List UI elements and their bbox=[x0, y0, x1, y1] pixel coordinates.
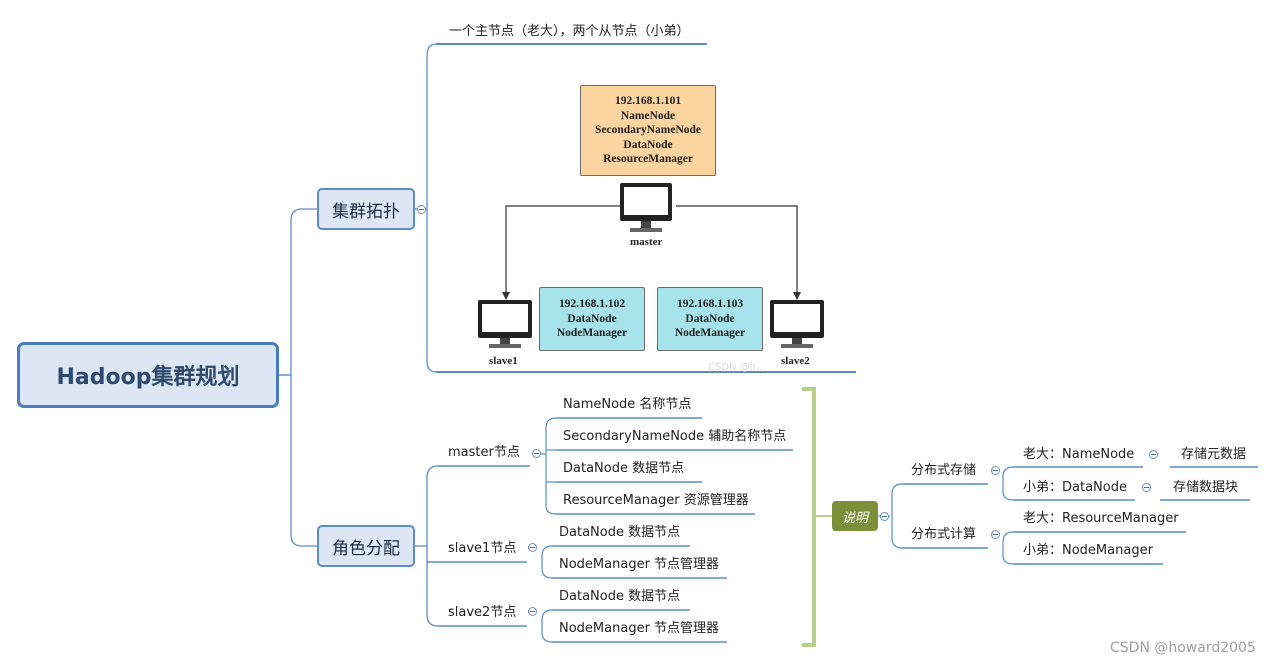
collapse-icon[interactable] bbox=[528, 543, 537, 552]
monitor-icon bbox=[478, 300, 532, 348]
compute-boss-label[interactable]: 老大：ResourceManager bbox=[1023, 511, 1179, 526]
slave2-ip: 192.168.1.103 bbox=[676, 298, 744, 311]
master-name: master bbox=[630, 236, 663, 248]
monitor-icon bbox=[770, 300, 824, 348]
topology-caption: 一个主节点（老大），两个从节点（小弟） bbox=[449, 24, 690, 39]
collapse-icon[interactable] bbox=[417, 205, 426, 214]
branch-roles-label: 角色分配 bbox=[332, 538, 400, 559]
storage-worker-label[interactable]: 小弟：DataNode bbox=[1023, 480, 1127, 495]
slave1-role-2: NodeManager bbox=[556, 327, 628, 340]
master-item-secondarynamenode[interactable]: SecondaryNameNode 辅助名称节点 bbox=[563, 429, 787, 444]
note-label: 说明 bbox=[841, 510, 868, 526]
slave1-role-1: DataNode bbox=[567, 312, 617, 325]
storage-worker-detail[interactable]: 存储数据块 bbox=[1173, 480, 1239, 495]
collapse-icon[interactable] bbox=[1149, 450, 1158, 459]
branch-roles[interactable]: 角色分配 bbox=[317, 525, 415, 567]
slave1-node-box: 192.168.1.102 DataNode NodeManager bbox=[539, 287, 645, 351]
collapse-icon[interactable] bbox=[880, 512, 889, 521]
root-topic[interactable]: Hadoop集群规划 bbox=[17, 342, 279, 408]
slave1-ip: 192.168.1.102 bbox=[558, 298, 626, 311]
compute-worker-label[interactable]: 小弟：NodeManager bbox=[1023, 543, 1153, 558]
collapse-icon[interactable] bbox=[528, 607, 537, 616]
note-callout[interactable]: 说明 bbox=[832, 501, 878, 531]
slave1-item-datanode[interactable]: DataNode 数据节点 bbox=[559, 525, 681, 540]
branch-topology[interactable]: 集群拓扑 bbox=[317, 188, 415, 230]
group-slave2-label[interactable]: slave2节点 bbox=[448, 605, 517, 620]
monitor-icon bbox=[620, 183, 672, 232]
master-item-datanode[interactable]: DataNode 数据节点 bbox=[563, 461, 685, 476]
slave1-name: slave1 bbox=[489, 355, 518, 367]
master-item-resourcemanager[interactable]: ResourceManager 资源管理器 bbox=[563, 493, 749, 508]
root-label: Hadoop集群规划 bbox=[56, 365, 240, 390]
branch-topology-label: 集群拓扑 bbox=[332, 201, 400, 222]
collapse-icon[interactable] bbox=[532, 449, 541, 458]
group-master-label[interactable]: master节点 bbox=[448, 445, 520, 460]
collapse-icon[interactable] bbox=[991, 466, 1000, 475]
slave1-item-nodemanager[interactable]: NodeManager 节点管理器 bbox=[559, 557, 720, 572]
master-ip: 192.168.1.101 bbox=[614, 95, 682, 108]
compute-label[interactable]: 分布式计算 bbox=[911, 527, 977, 542]
master-item-namenode[interactable]: NameNode 名称节点 bbox=[563, 397, 692, 412]
master-role-4: ResourceManager bbox=[603, 153, 693, 166]
slave2-item-nodemanager[interactable]: NodeManager 节点管理器 bbox=[559, 621, 720, 636]
storage-label[interactable]: 分布式存储 bbox=[911, 463, 977, 478]
group-slave1-label[interactable]: slave1节点 bbox=[448, 541, 517, 556]
watermark: CSDN @howard2005 bbox=[1110, 640, 1256, 656]
master-role-1: NameNode bbox=[620, 109, 676, 122]
collapse-icon[interactable] bbox=[991, 530, 1000, 539]
master-role-2: SecondaryNameNode bbox=[594, 124, 702, 137]
faded-watermark: CSDN @h... bbox=[708, 362, 766, 373]
slave2-item-datanode[interactable]: DataNode 数据节点 bbox=[559, 589, 681, 604]
master-node-box: 192.168.1.101 NameNode SecondaryNameNode… bbox=[580, 85, 716, 176]
master-role-3: DataNode bbox=[623, 138, 673, 151]
slave2-role-2: NodeManager bbox=[674, 327, 746, 340]
storage-boss-label[interactable]: 老大：NameNode bbox=[1023, 447, 1135, 462]
slave2-node-box: 192.168.1.103 DataNode NodeManager bbox=[657, 287, 763, 351]
slave2-role-1: DataNode bbox=[685, 312, 735, 325]
collapse-icon[interactable] bbox=[1142, 483, 1151, 492]
storage-boss-detail[interactable]: 存储元数据 bbox=[1181, 447, 1247, 462]
slave2-name: slave2 bbox=[781, 355, 810, 367]
